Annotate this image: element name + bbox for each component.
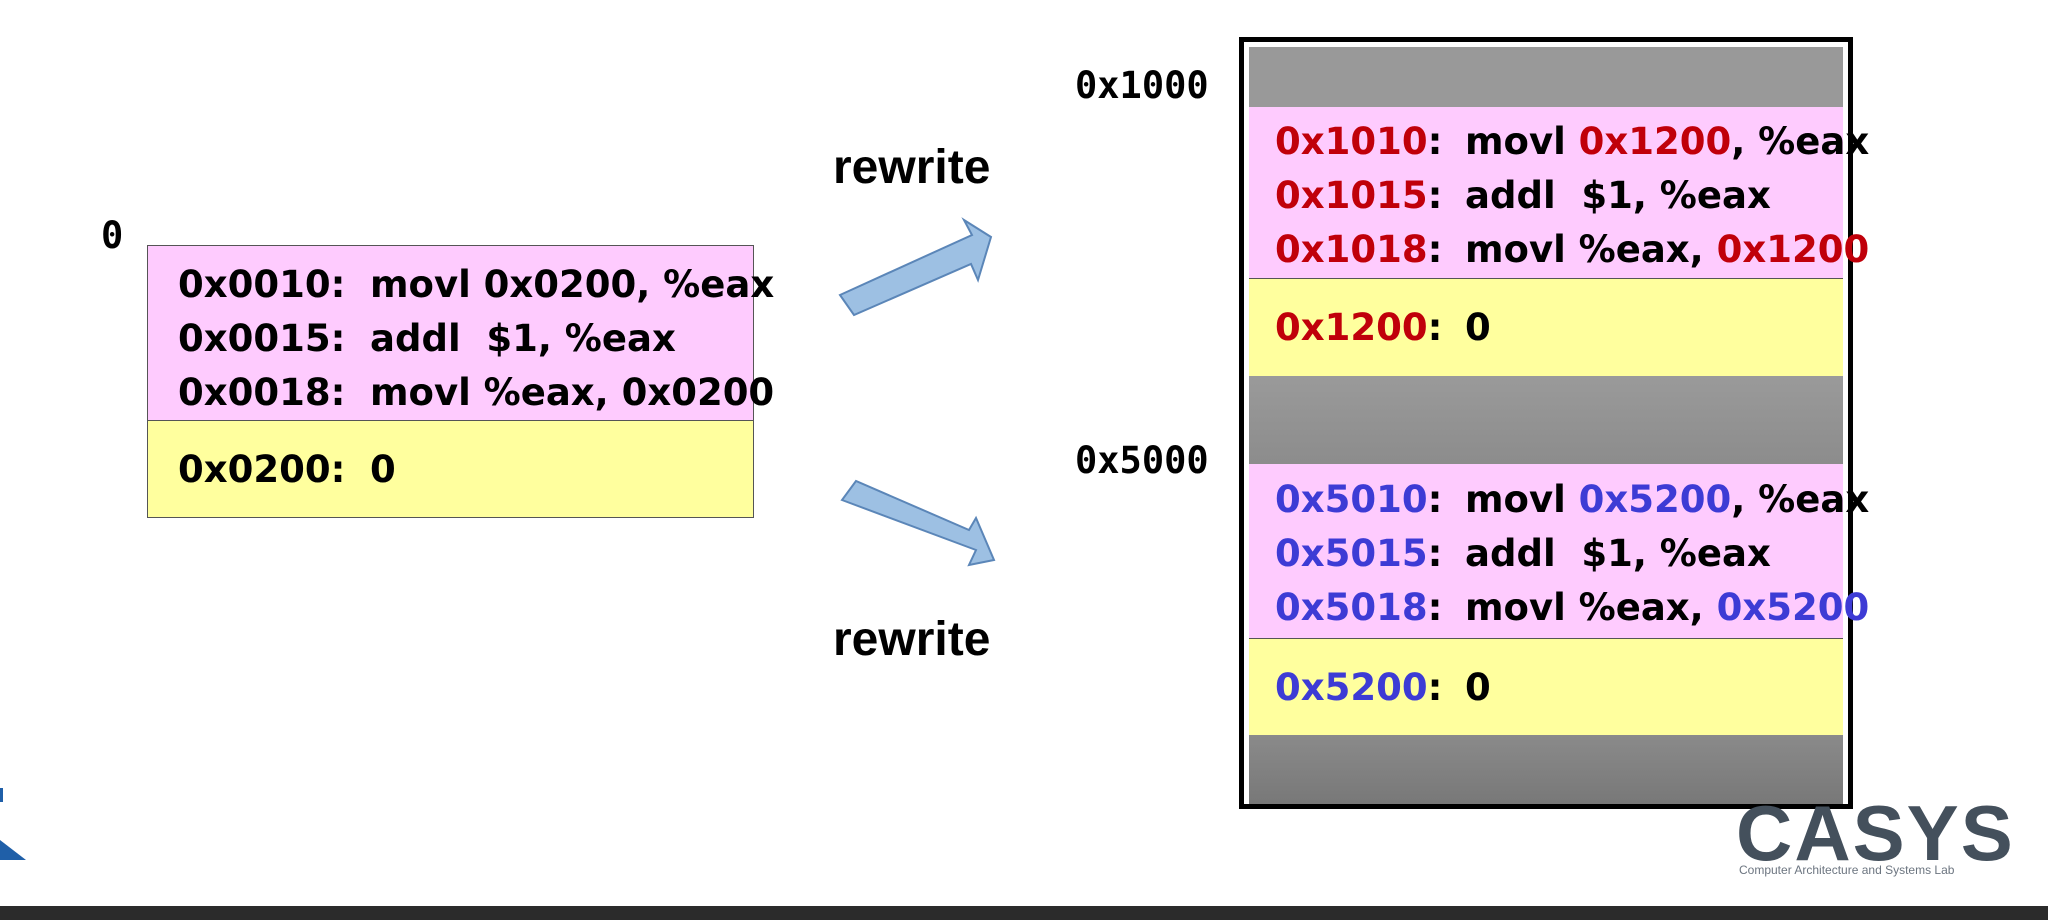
relocated-operand: 0x1200 [1578,120,1732,163]
logo-name: CASYS [1736,789,2015,877]
relocated-data-address: 0x1200 [1275,306,1428,349]
instruction-op: addl $1, %eax [1465,174,1771,217]
unused-memory-region [1249,735,1843,804]
origin-address-label: 0 [101,214,124,257]
relocated-address: 0x5018 [1275,586,1428,629]
colon: : [1427,228,1443,271]
instruction-rest: , %eax [1731,120,1870,163]
colon: : [1427,586,1443,629]
instruction-op: movl [1465,120,1579,163]
relocated-operand: 0x5200 [1578,478,1732,521]
colon: : [1427,666,1443,709]
colon: : [1427,120,1443,163]
instruction-text: addl $1, %eax [370,317,676,360]
relocated-address: 0x1010 [1275,120,1428,163]
colon: : [1427,306,1443,349]
logo-subtitle: Computer Architecture and Systems Lab [1739,863,1955,877]
colon: : [1427,478,1443,521]
partial-logo-icon [0,788,26,860]
instruction-rest: , %eax [1731,478,1870,521]
physical-memory: 0x1010: movl 0x1200, %eax 0x1015: addl $… [1239,37,1869,809]
rewrite-label-top: rewrite [833,141,991,194]
instruction-op: movl %eax, [1465,228,1717,271]
memory-base-address-b: 0x5000 [1075,439,1209,482]
bottom-bar [0,906,2048,920]
casys-logo: CASYS Computer Architecture and Systems … [1736,788,2013,878]
original-data-segment: 0x0200: 0 [148,421,753,517]
relocated-address: 0x5015 [1275,532,1428,575]
relocated-address: 0x5010 [1275,478,1428,521]
process-a-code-segment: 0x1010: movl 0x1200, %eax 0x1015: addl $… [1249,107,1869,279]
original-code-segment: 0x0010: movl 0x0200, %eax 0x0015: addl $… [148,246,774,421]
rewrite-arrow-up-icon [838,217,993,317]
original-program-box: 0x0010: movl 0x0200, %eax 0x0015: addl $… [147,245,774,518]
process-b-code-segment: 0x5010: movl 0x5200, %eax 0x5015: addl $… [1249,464,1869,639]
process-b-data-segment: 0x5200: 0 [1249,639,1843,735]
data-address: 0x0200: [178,448,346,491]
colon: : [1427,174,1443,217]
instruction-op: movl %eax, [1465,586,1717,629]
relocated-address: 0x1015 [1275,174,1428,217]
instruction-op: movl [1465,478,1579,521]
unused-memory-region [1249,376,1843,464]
process-a-data-segment: 0x1200: 0 [1249,279,1843,376]
unused-memory-region [1249,47,1843,107]
relocated-address: 0x1018 [1275,228,1428,271]
rewrite-arrow-down-icon [840,479,996,567]
instruction-op: addl $1, %eax [1465,532,1771,575]
relocated-data-address: 0x5200 [1275,666,1428,709]
instruction-text: movl 0x0200, %eax [370,263,775,306]
memory-base-address-a: 0x1000 [1075,64,1209,107]
data-value: 0 [1465,306,1491,349]
colon: : [1427,532,1443,575]
instruction-address: 0x0010: [178,263,346,306]
rewrite-label-bottom: rewrite [833,613,991,666]
instruction-text: movl %eax, 0x0200 [370,371,775,414]
data-value: 0 [370,448,396,491]
instruction-address: 0x0018: [178,371,346,414]
data-value: 0 [1465,666,1491,709]
relocated-operand: 0x5200 [1716,586,1870,629]
relocated-operand: 0x1200 [1716,228,1870,271]
instruction-address: 0x0015: [178,317,346,360]
